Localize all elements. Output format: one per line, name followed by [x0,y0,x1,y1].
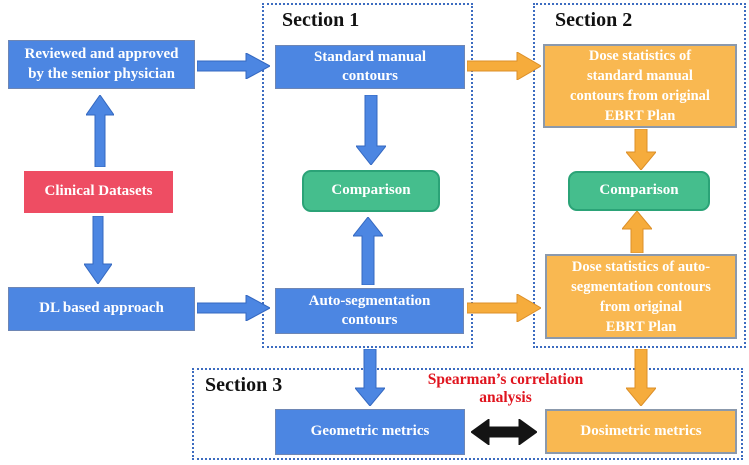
section3-title: Section 3 [205,374,283,396]
arrow-up-dose2-to-comparison2-icon [622,211,652,253]
arrow-right-dl-to-autoseg-icon [197,295,270,321]
arrow-right-reviewed-to-standard-icon [197,53,270,79]
arrow-down-standard-to-comparison-icon [356,95,386,165]
arrow-up-autoseg-to-comparison-icon [353,217,383,285]
arrow-down-dose1-to-comparison2-icon [626,129,656,170]
dosimetric-metrics-box: Dosimetric metrics [545,409,737,454]
reviewed-box: Reviewed and approved by the senior phys… [8,40,195,89]
clinical-datasets-box: Clinical Datasets [24,171,173,213]
arrow-up-clinical-to-reviewed-icon [86,95,114,167]
dose-standard-box: Dose statistics of standard manual conto… [543,44,737,128]
comparison1-box: Comparison [302,170,440,212]
section2-frame [533,3,746,348]
autoseg-contours-box: Auto-segmentation contours [275,288,464,334]
dl-approach-box: DL based approach [8,287,195,331]
spearman-annotation: Spearman’s correlation analysis [427,371,584,407]
section1-title: Section 1 [282,9,360,31]
arrow-down-clinical-to-dl-icon [84,216,112,284]
section3-frame [192,368,743,460]
dose-auto-box: Dose statistics of auto- segmentation co… [545,254,737,339]
arrow-right-standard-to-dose-icon [467,52,541,80]
arrow-double-geometric-dosimetric-icon [471,419,537,445]
section1-frame [262,3,473,348]
standard-contours-box: Standard manual contours [275,45,465,89]
comparison2-box: Comparison [568,171,710,211]
arrow-down-autoseg-to-geometric-icon [355,349,385,406]
geometric-metrics-box: Geometric metrics [275,409,465,455]
arrow-down-dose2-to-dosimetric-icon [626,349,656,406]
section2-title: Section 2 [555,9,633,31]
arrow-right-autoseg-to-dose-icon [467,294,541,322]
